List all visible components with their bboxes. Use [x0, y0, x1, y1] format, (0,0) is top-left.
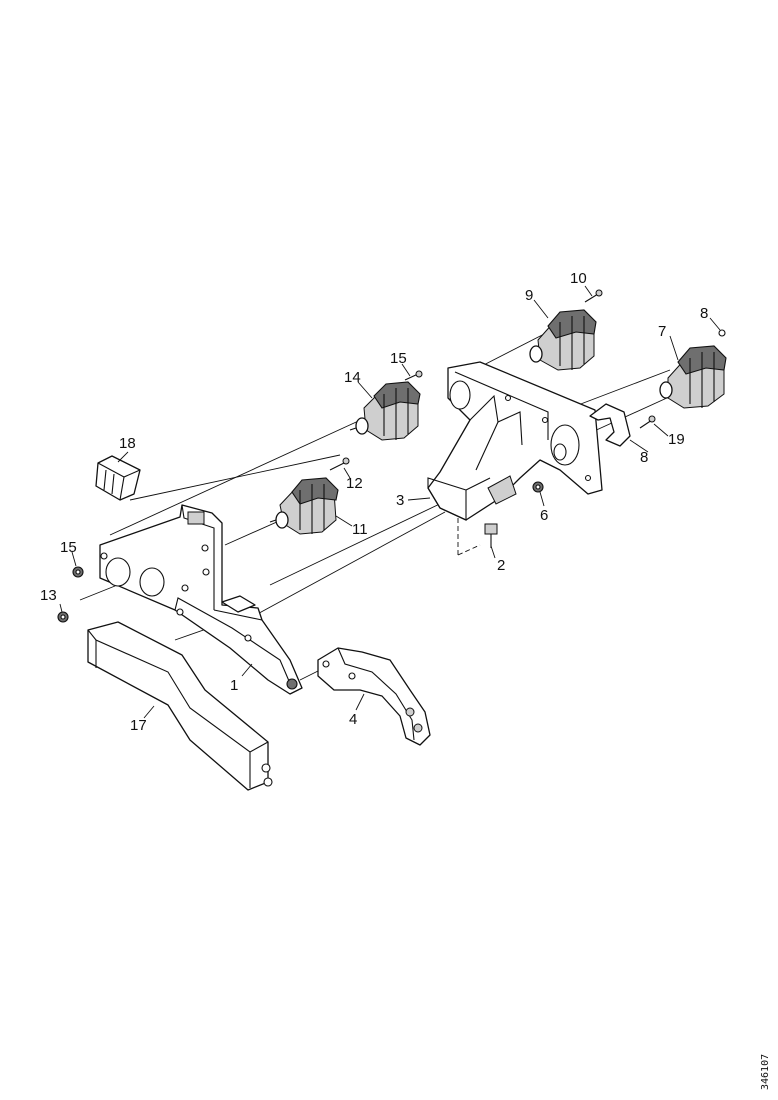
callout-11: 11 [352, 521, 368, 538]
callout-18: 18 [119, 435, 136, 452]
part-7-engine-mount [659, 345, 727, 409]
part-16-nut [72, 566, 84, 578]
callout-4: 4 [349, 711, 357, 728]
callout-8-lower: 8 [640, 449, 648, 466]
callout-15-upper: 15 [390, 350, 407, 367]
part-6-nut [532, 481, 544, 493]
part-8-washer-upper [718, 329, 726, 337]
callout-leaders [59, 285, 721, 719]
callout-2: 2 [497, 557, 505, 574]
callout-10: 10 [570, 270, 587, 287]
callout-3: 3 [396, 492, 404, 509]
callout-15-left: 15 [60, 539, 77, 556]
part-3-rear-bracket [427, 361, 603, 521]
part-15-bolt-upper [404, 370, 423, 381]
callout-1: 1 [230, 677, 238, 694]
callout-17: 17 [130, 717, 147, 734]
part-14-engine-mount [349, 381, 421, 441]
part-17-lower-rail [87, 621, 273, 791]
callout-9: 9 [525, 287, 533, 304]
assembly-guide-lines [79, 329, 681, 681]
part-10-bolt [584, 289, 603, 303]
part-12-bolt [329, 457, 350, 471]
callout-13: 13 [40, 587, 57, 604]
part-19-bolt [639, 415, 656, 429]
callout-14: 14 [344, 369, 361, 386]
callout-6: 6 [540, 507, 548, 524]
callout-12: 12 [346, 475, 363, 492]
part-18-rubber-block [95, 455, 141, 501]
part-13-nut [57, 611, 69, 623]
part-9-engine-mount [529, 309, 597, 371]
part-1-main-bracket-plate [99, 504, 303, 695]
part-11-engine-mount [269, 477, 339, 535]
callout-19: 19 [668, 431, 685, 448]
drawing-reference-number: 346107 [760, 1054, 771, 1090]
part-2-bolt [484, 523, 498, 548]
part-4-curved-bracket [317, 647, 431, 746]
callout-labels: 1 2 3 4 6 7 8 8 9 10 11 12 13 14 15 15 1… [40, 270, 708, 734]
callout-8-upper: 8 [700, 305, 708, 322]
part-8-clamp-ring [589, 403, 631, 447]
callout-7: 7 [658, 323, 666, 340]
